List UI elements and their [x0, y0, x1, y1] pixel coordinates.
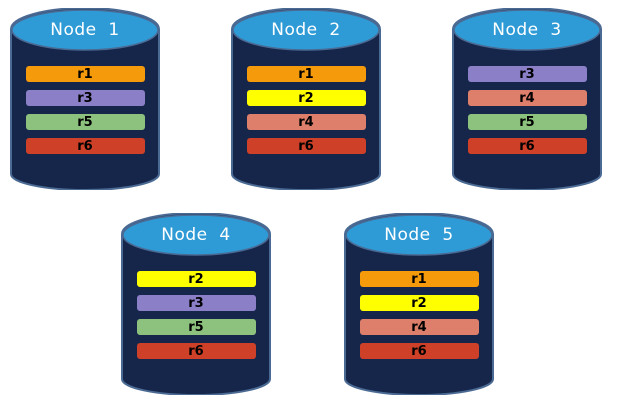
replica-list: r1 r2 r4 r6 [231, 66, 381, 154]
replica-list: r1 r2 r4 r6 [344, 271, 494, 359]
cylinder-top-disc [345, 214, 493, 256]
replica-bar[interactable]: r5 [25, 114, 145, 130]
replica-bar[interactable]: r4 [246, 114, 366, 130]
replica-bar[interactable]: r6 [467, 138, 587, 154]
replica-bar[interactable]: r1 [25, 66, 145, 82]
replica-bar[interactable]: r3 [467, 66, 587, 82]
replica-label: r4 [519, 90, 535, 106]
replica-bar[interactable]: r6 [246, 138, 366, 154]
replica-label: r1 [77, 66, 93, 82]
replica-bar[interactable]: r2 [359, 295, 479, 311]
replica-label: r1 [411, 271, 427, 287]
replica-bar[interactable]: r2 [136, 271, 256, 287]
replica-label: r6 [188, 343, 204, 359]
replica-list: r3 r4 r5 r6 [452, 66, 602, 154]
replica-label: r6 [519, 138, 535, 154]
replica-bar[interactable]: r6 [25, 138, 145, 154]
replica-list: r1 r3 r5 r6 [10, 66, 160, 154]
replica-bar[interactable]: r5 [136, 319, 256, 335]
replica-label: r2 [298, 90, 314, 106]
replica-label: r3 [77, 90, 93, 106]
replica-bar[interactable]: r6 [136, 343, 256, 359]
replica-label: r4 [411, 319, 427, 335]
replica-label: r3 [188, 295, 204, 311]
replica-bar[interactable]: r3 [25, 90, 145, 106]
replica-label: r6 [298, 138, 314, 154]
replica-bar[interactable]: r2 [246, 90, 366, 106]
replica-label: r3 [519, 66, 535, 82]
replica-bar[interactable]: r1 [359, 271, 479, 287]
replica-label: r2 [411, 295, 427, 311]
replica-label: r5 [519, 114, 535, 130]
cylinder-top-disc [11, 9, 159, 51]
replica-bar[interactable]: r5 [467, 114, 587, 130]
replica-label: r2 [188, 271, 204, 287]
replica-bar[interactable]: r4 [467, 90, 587, 106]
replica-label: r5 [188, 319, 204, 335]
cylinder-top-disc [122, 214, 270, 256]
replica-label: r6 [77, 138, 93, 154]
replica-bar[interactable]: r3 [136, 295, 256, 311]
cylinder-top-disc [453, 9, 601, 51]
replica-bar[interactable]: r1 [246, 66, 366, 82]
replica-bar[interactable]: r4 [359, 319, 479, 335]
replica-label: r6 [411, 343, 427, 359]
replica-bar[interactable]: r6 [359, 343, 479, 359]
cylinder-top-disc [232, 9, 380, 51]
replica-label: r4 [298, 114, 314, 130]
replica-list: r2 r3 r5 r6 [121, 271, 271, 359]
replica-label: r5 [77, 114, 93, 130]
replica-label: r1 [298, 66, 314, 82]
